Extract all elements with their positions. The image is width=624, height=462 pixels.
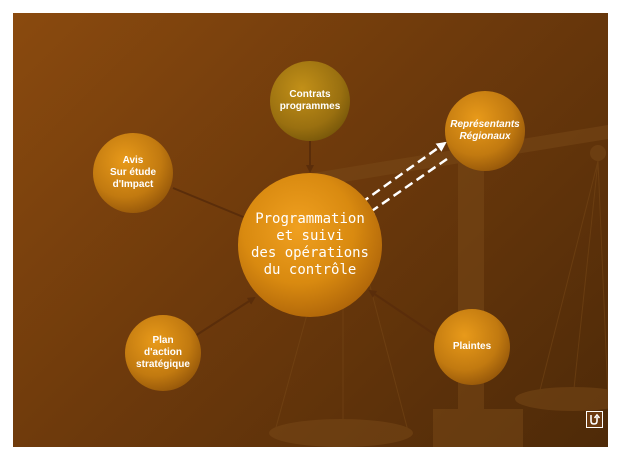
connector-avis (172, 187, 255, 223)
return-button[interactable] (586, 411, 603, 428)
avis-circle (93, 133, 173, 213)
contrats-circle (270, 61, 350, 141)
center-circle (238, 173, 382, 317)
representants-circle (445, 91, 525, 171)
connector-plaintes (368, 289, 438, 337)
slide: Programmation et suivi des opérations du… (13, 13, 608, 447)
diagram-canvas (93, 61, 608, 447)
node-avis-etude-impact: Avis Sur étude d'Impact (109, 155, 157, 190)
dashed-arrow-to-representants (360, 141, 447, 205)
connector-plan (194, 296, 256, 337)
node-representants-regionaux: Représentants Régionaux (450, 119, 520, 142)
node-plan-action-strategique: Plan d'action stratégique (136, 335, 190, 370)
plan-circle (125, 315, 201, 391)
dashed-arrow-to-center (364, 157, 448, 217)
plaintes-circle (434, 309, 510, 385)
node-plaintes: Plaintes (452, 341, 492, 352)
return-arrow-icon (590, 413, 601, 425)
node-contrats-programmes: Contrats programmes (279, 89, 341, 112)
center-node-label: Programmation et suivi des opérations du… (250, 211, 369, 278)
